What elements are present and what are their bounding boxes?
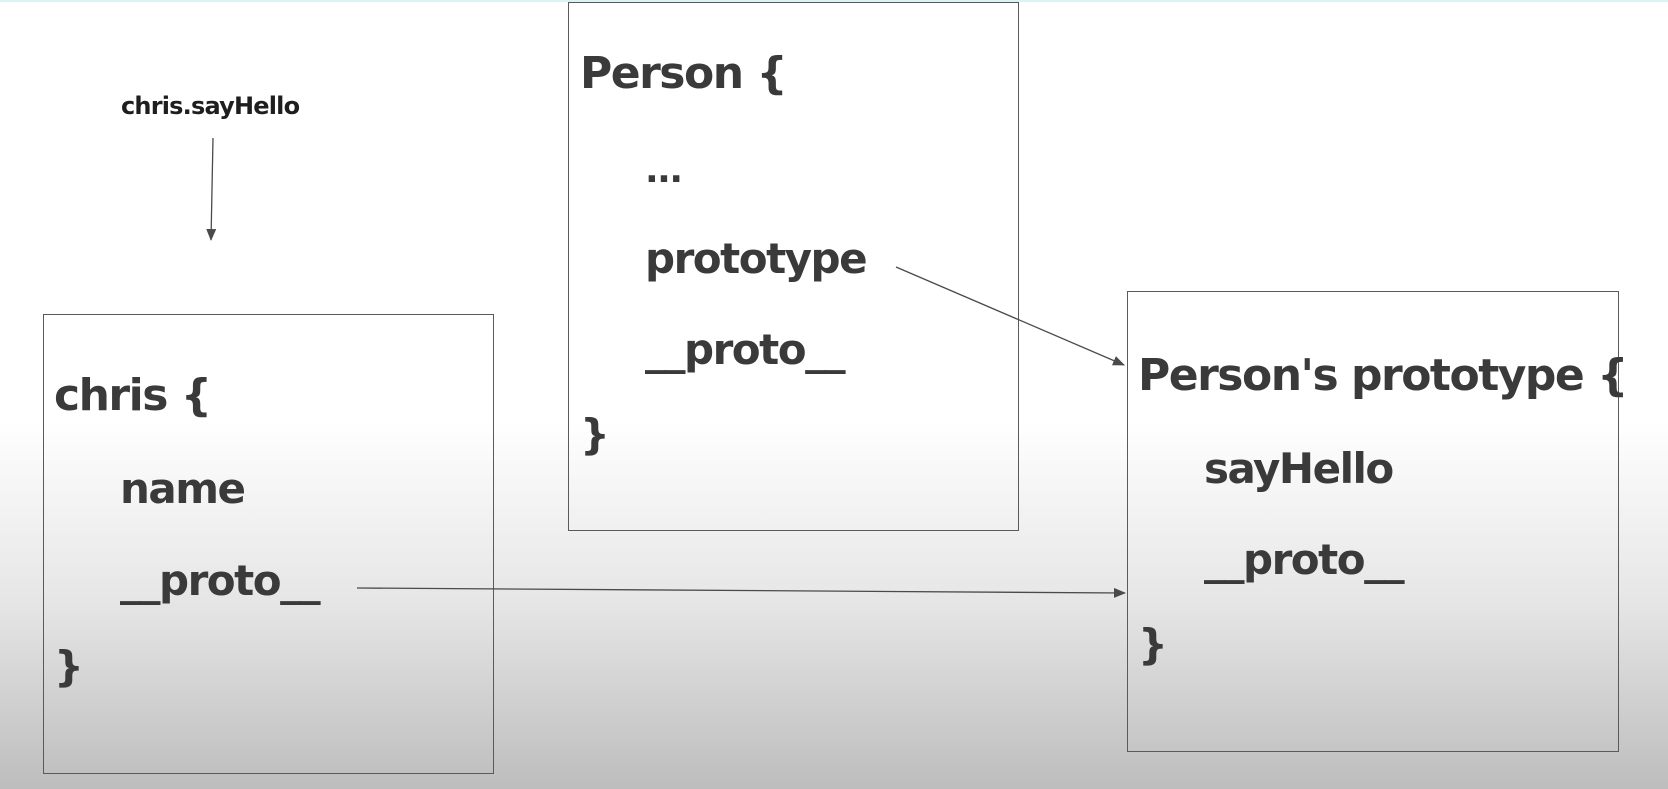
chris-box-header: chris { [54, 370, 212, 421]
chris-field-proto: __proto__ [120, 556, 321, 605]
person-box-header: Person { [580, 48, 788, 99]
prototype-box-close: } [1138, 620, 1168, 669]
chris-object-box [43, 314, 494, 774]
person-field-prototype: prototype [645, 234, 868, 283]
prototype-link-arrow [895, 266, 1125, 366]
person-box-close: } [580, 410, 610, 459]
chris-box-close: } [54, 642, 84, 691]
person-constructor-box [568, 2, 1019, 531]
top-edge-line [0, 0, 1668, 2]
prototype-box-header: Person's prototype { [1138, 350, 1628, 401]
person-ellipsis: ... [645, 150, 683, 191]
person-prototype-box [1127, 291, 1619, 752]
prototype-method-sayhello: sayHello [1204, 444, 1394, 493]
prototype-field-proto: __proto__ [1204, 535, 1405, 584]
person-field-proto: __proto__ [645, 325, 846, 374]
call-label: chris.sayHello [121, 92, 300, 120]
call-arrow [206, 137, 217, 241]
chris-field-name: name [120, 464, 246, 513]
proto-link-arrow [356, 587, 1126, 598]
